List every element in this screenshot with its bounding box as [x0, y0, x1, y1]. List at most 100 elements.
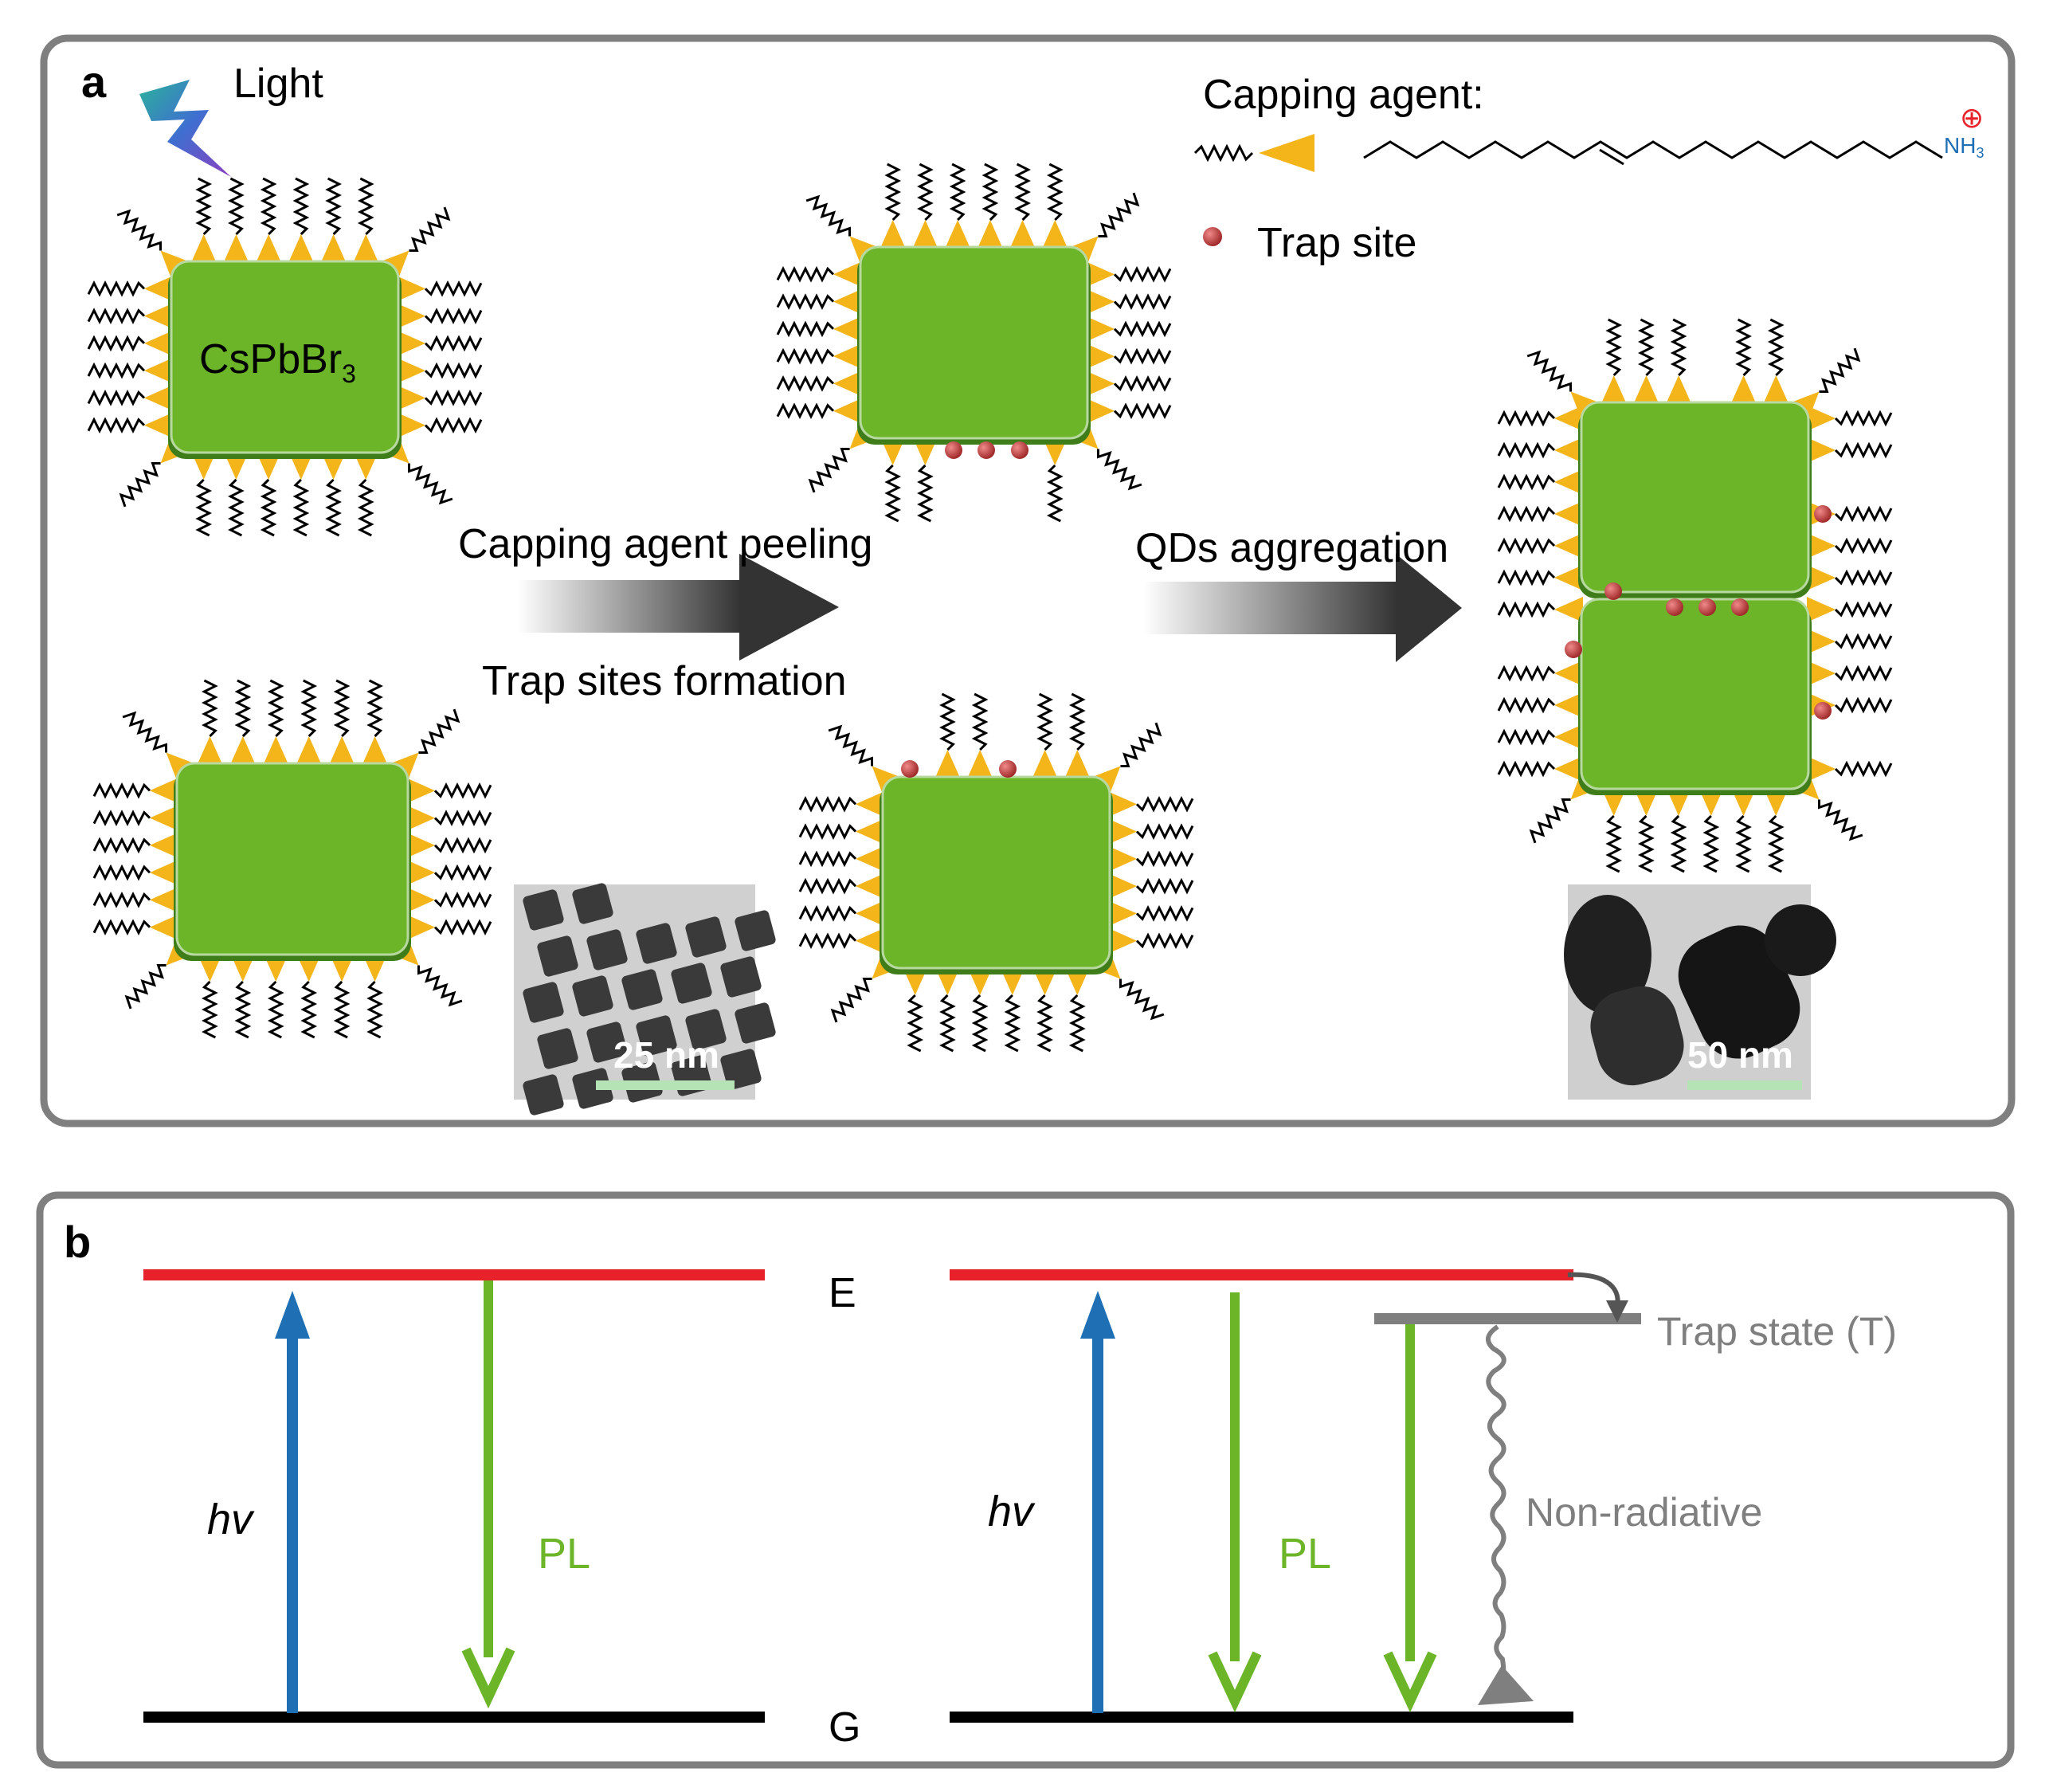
ligand-head: [150, 805, 178, 831]
ligand-head: [397, 276, 425, 302]
ligand-head: [1091, 766, 1121, 796]
ligand-head: [1570, 391, 1600, 422]
ligand-tail: [1135, 905, 1194, 922]
ligand-tail: [1834, 410, 1893, 427]
ligand-tail: [1817, 799, 1863, 841]
tem2-scale-label: 50 nm: [1687, 1034, 1793, 1076]
ligand-head: [397, 358, 425, 384]
trap-site: [945, 441, 962, 459]
tem-nanocube: [636, 923, 677, 964]
ligand-head: [1086, 343, 1115, 370]
quantum-dot-dispersed: [92, 679, 492, 1039]
ligand-tail: [1068, 692, 1086, 751]
ligand-tail: [300, 980, 318, 1039]
ligand-tail: [1529, 798, 1571, 844]
ligand-head: [1086, 261, 1115, 288]
ligand-tail: [87, 335, 146, 352]
ligand-tail: [202, 679, 218, 738]
tem-nanocube: [735, 1002, 776, 1044]
aggregation-arrow: [1143, 554, 1462, 662]
excited-level-label: E: [829, 1270, 856, 1316]
excitation-arrow-left: [275, 1291, 310, 1713]
ligand-head: [406, 778, 435, 804]
ligand-tail: [939, 692, 956, 751]
ligand-tail: [981, 163, 999, 222]
ligand-head: [856, 818, 884, 845]
ligand-head: [1086, 288, 1115, 315]
ligand-head: [223, 234, 249, 263]
tem-nanocube: [636, 1015, 677, 1057]
trap-site: [1814, 702, 1832, 720]
ligand-tail: [1819, 347, 1861, 394]
ligand-tail: [1113, 293, 1172, 310]
ligand-tail: [1834, 537, 1893, 555]
ligand-tail: [1767, 318, 1785, 377]
ligand-head: [144, 303, 173, 329]
ligand-head: [1086, 371, 1115, 397]
ligand-tail: [798, 932, 857, 950]
ligand-tail: [300, 679, 318, 738]
ligand-head: [353, 234, 379, 263]
ligand-head: [1554, 661, 1583, 686]
ligand-head: [1666, 375, 1692, 404]
ligand-tail: [124, 963, 167, 1010]
ligand-tail: [1119, 978, 1165, 1021]
ligand-tail: [776, 347, 835, 365]
ligand-tail: [92, 919, 151, 936]
ligand-tail: [1046, 163, 1064, 222]
ligand-tail: [1036, 692, 1053, 751]
trapping-arrowhead-icon: [1606, 1300, 1628, 1323]
ligand-head: [1108, 900, 1137, 927]
quantum-dot-pristine: [87, 177, 483, 537]
ligand-head: [856, 873, 884, 900]
ligand-tail: [808, 447, 850, 493]
ligand-tail: [1497, 505, 1556, 523]
trap-site: [1731, 598, 1749, 616]
ligand-head: [397, 412, 425, 438]
ligand-tail: [776, 402, 835, 420]
capping-agent-legend-icon: [1193, 134, 1314, 172]
ligand-tail: [1497, 728, 1556, 746]
ligand-head: [880, 220, 906, 249]
ligand-head: [856, 845, 884, 872]
ammonium-charge-icon: ⊕: [1960, 101, 1984, 134]
ligand-head: [1554, 469, 1583, 495]
ligand-tail: [1605, 318, 1623, 377]
ligand-tail: [357, 177, 374, 236]
ligand-tail: [92, 810, 151, 826]
ligand-tail: [292, 177, 310, 236]
ligand-tail: [1834, 665, 1893, 682]
light-label: Light: [233, 61, 323, 107]
ligand-head: [849, 236, 880, 266]
ligand-head: [150, 778, 178, 804]
ligand-tail: [798, 850, 857, 868]
ligand-tail: [1834, 441, 1893, 459]
nonradiative-arrowhead-icon: [1478, 1665, 1534, 1705]
ligand-tail: [87, 417, 146, 434]
nonradiative-wavy-arrow: [1486, 1324, 1506, 1691]
ligand-tail: [260, 478, 277, 537]
trap-site: [1666, 598, 1683, 616]
ligand-head: [1554, 756, 1583, 782]
ligand-head: [1108, 873, 1137, 900]
ligand-head: [1068, 236, 1099, 266]
ligand-tail: [828, 724, 874, 767]
ligand-tail: [971, 994, 989, 1053]
ligand-head: [833, 398, 862, 424]
excitation-arrow-right: [1080, 1291, 1115, 1713]
ligand-tail: [884, 464, 902, 523]
ligand-tail: [92, 837, 151, 854]
ligand-head: [190, 234, 217, 263]
ligand-head: [406, 860, 435, 886]
ligand-tail: [776, 320, 835, 338]
tem-nanocube: [720, 1049, 762, 1090]
ligand-tail: [1113, 320, 1172, 338]
pl-label-right: PL: [1279, 1530, 1331, 1578]
ligand-head: [1554, 533, 1583, 559]
excitation-label-left: hv: [207, 1496, 255, 1543]
ligand-head: [406, 805, 435, 831]
oleylamine-structure: [1363, 140, 1943, 159]
ligand-head: [1807, 756, 1836, 782]
ligand-tail: [1497, 760, 1556, 778]
ligand-head: [144, 330, 173, 356]
